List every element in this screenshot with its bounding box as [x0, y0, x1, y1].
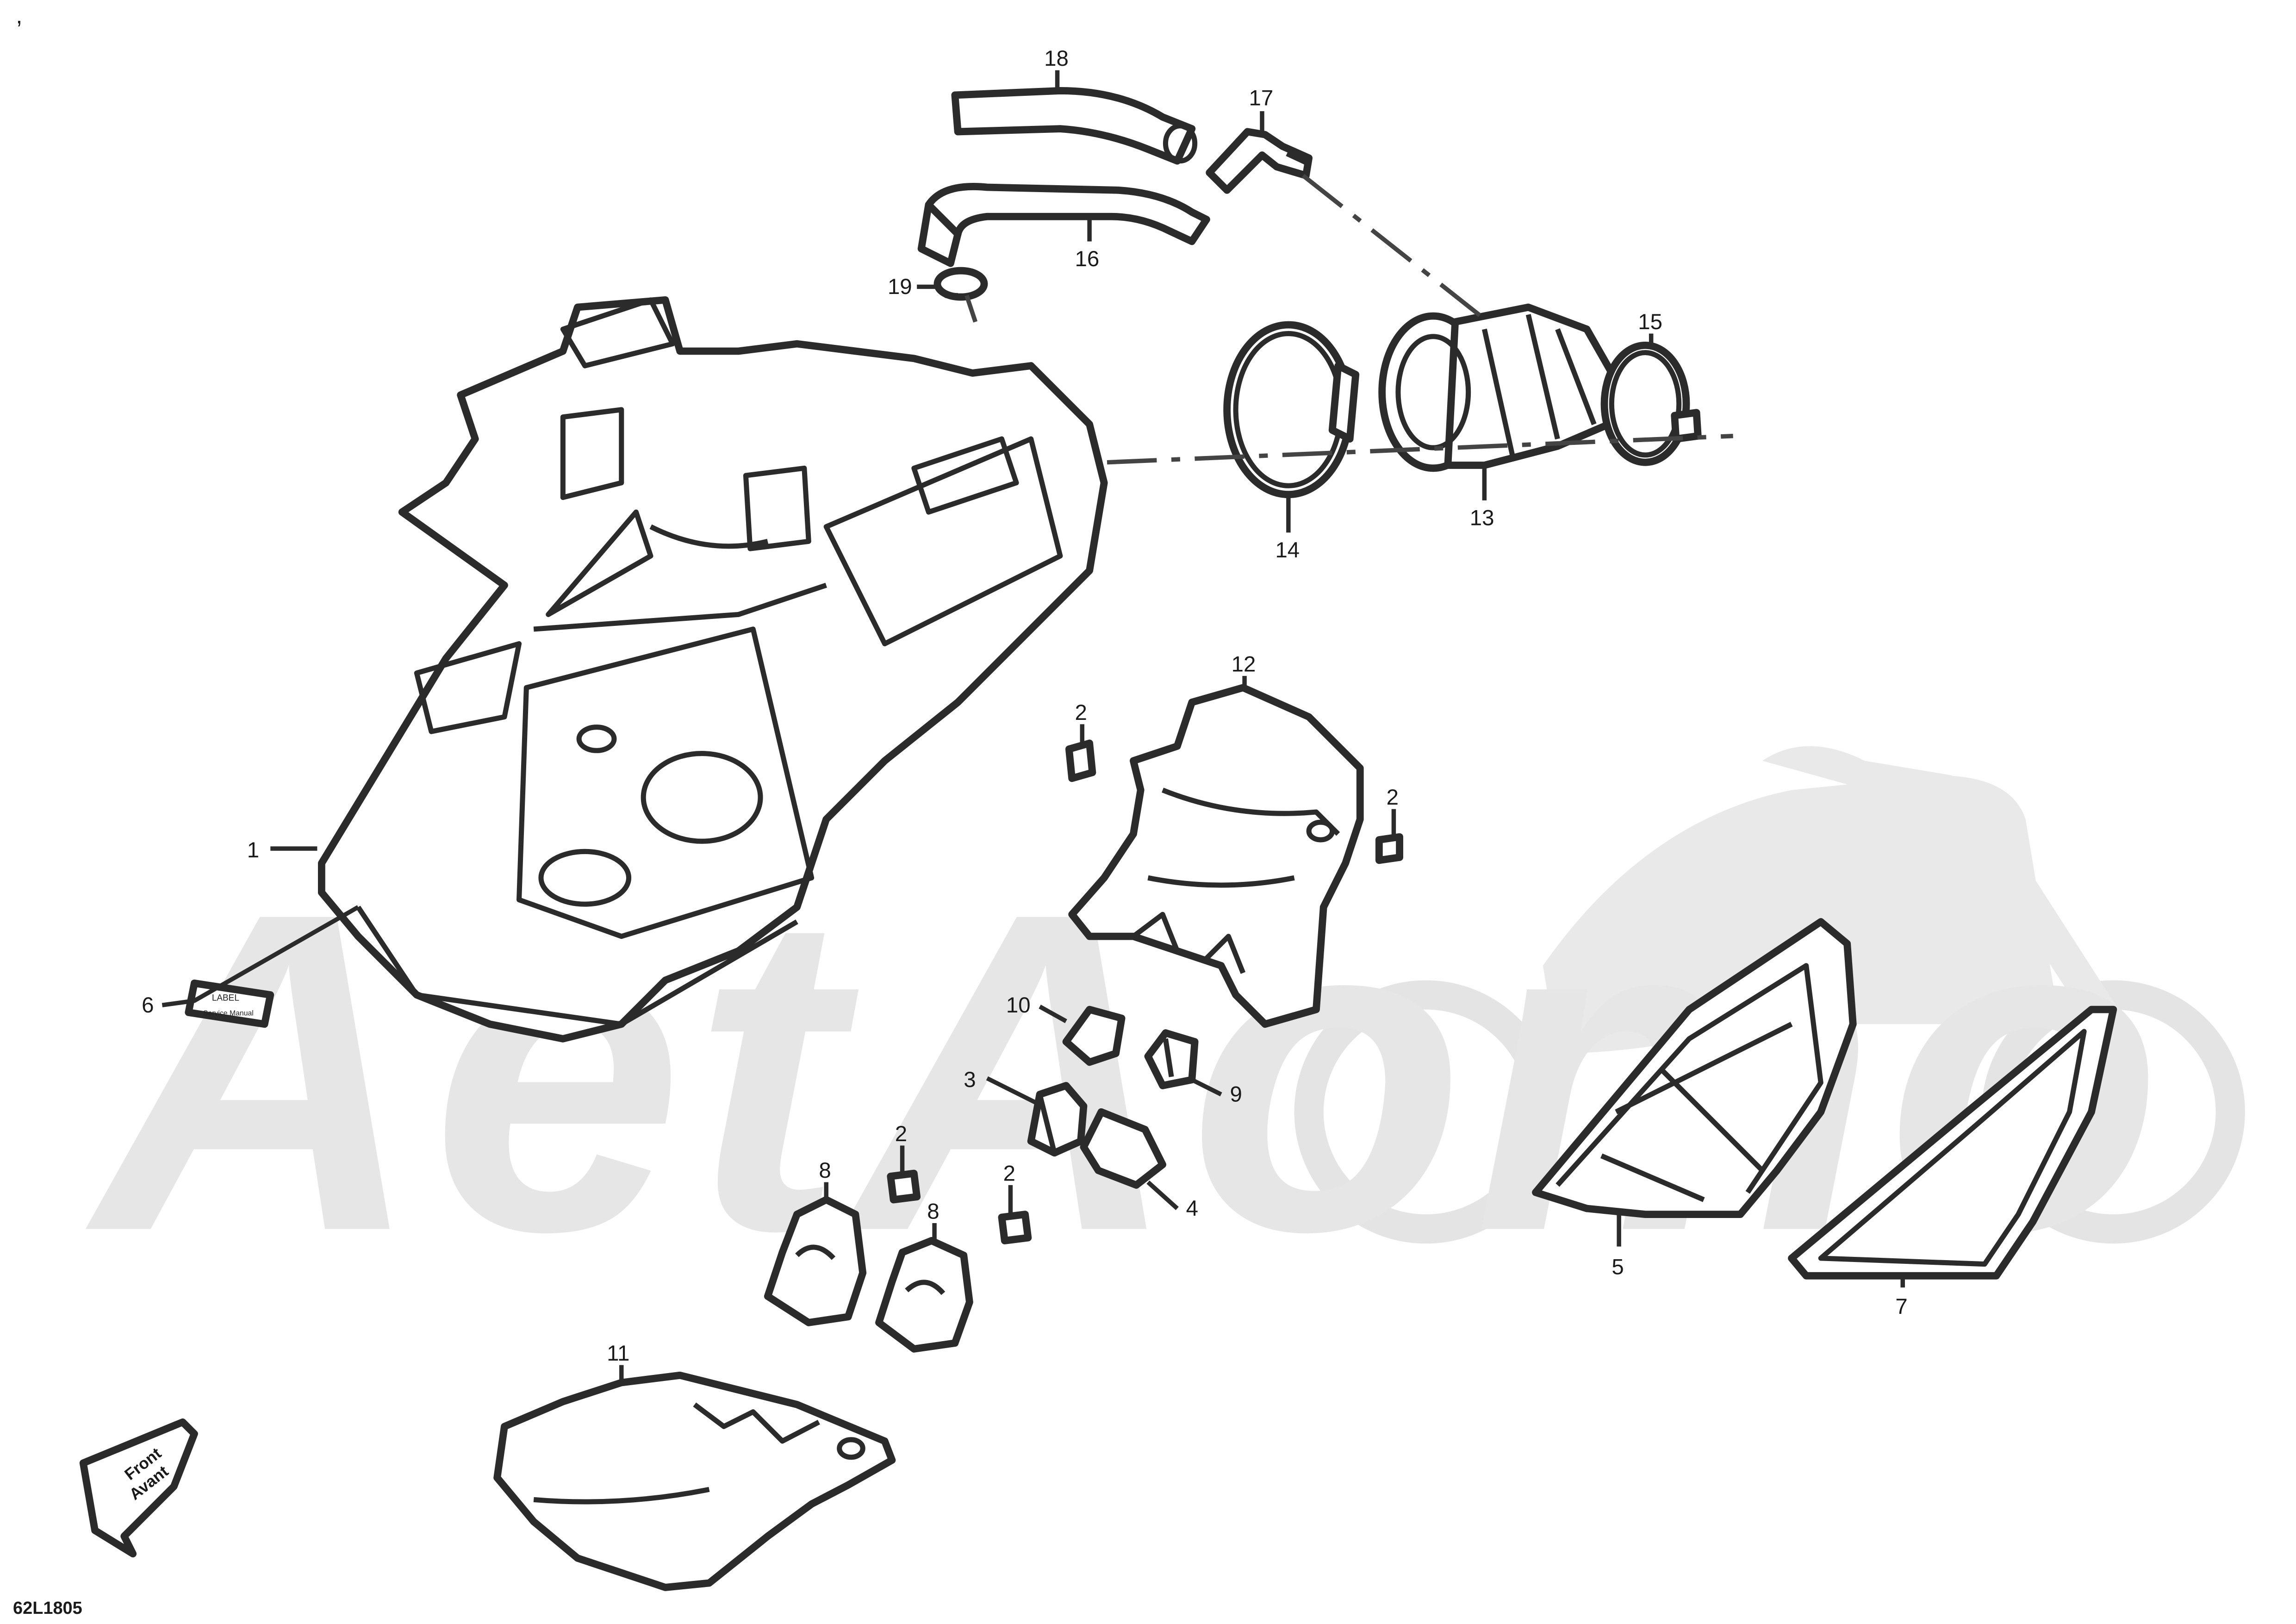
sticker-line2: Service Manual: [203, 1009, 254, 1017]
callout-11: 11: [607, 1341, 629, 1366]
callout-15: 15: [1638, 310, 1662, 334]
callout-14: 14: [1275, 538, 1300, 562]
part-14-clamp-ring: [1223, 321, 1360, 499]
part-8-brackets: [764, 1196, 973, 1353]
leader-lines: [162, 70, 1905, 1383]
callout-6: 6: [142, 993, 154, 1018]
part-2-grommets: [887, 739, 1403, 1244]
corner-mark: ,: [16, 2, 22, 29]
callout-3: 3: [964, 1068, 976, 1092]
callout-13: 13: [1470, 506, 1494, 531]
watermark-motorcycle: [1294, 746, 2245, 1244]
callout-9: 9: [1230, 1082, 1242, 1107]
bracket-8a: [764, 1196, 867, 1326]
front-direction-arrow: Front Avant: [79, 1418, 198, 1558]
drawing-code: 62L1805: [13, 1599, 82, 1618]
part-11-skid-plate: [493, 1371, 896, 1591]
callout-5: 5: [1612, 1255, 1624, 1280]
part-3-clip: [1027, 1082, 1088, 1157]
callout-2c: 2: [895, 1122, 907, 1146]
part-13-intake-boot: [1378, 303, 1620, 472]
callout-8a: 8: [819, 1158, 831, 1183]
axis-main: [1107, 434, 1733, 465]
callout-1: 1: [247, 838, 259, 862]
callout-18: 18: [1044, 46, 1069, 71]
grommet-a: [1065, 739, 1096, 782]
part-18-hose: [951, 87, 1198, 165]
callout-2a: 2: [1075, 700, 1087, 725]
callout-16: 16: [1075, 247, 1099, 271]
axis-hose: [1301, 174, 1486, 321]
part-15-clamp-ring: [1600, 341, 1702, 466]
callout-2d: 2: [1003, 1161, 1015, 1186]
part-10-insulator: [1062, 1006, 1126, 1066]
callout-12: 12: [1232, 652, 1256, 677]
grommet-b: [1375, 833, 1403, 864]
callout-2b: 2: [1387, 785, 1399, 810]
callout-17: 17: [1249, 86, 1274, 111]
part-5-filter-housing: [1532, 918, 1857, 1218]
part-4-bracket: [1080, 1108, 1167, 1189]
callout-19: 19: [888, 275, 912, 299]
sticker-line1: LABEL: [212, 993, 239, 1003]
part-12-heat-shield: [1068, 684, 1364, 1028]
assembly-axes: [964, 174, 1733, 465]
front-arrow-icon: [79, 1418, 198, 1558]
part-9-insulator: [1144, 1029, 1199, 1089]
callout-7: 7: [1895, 1294, 1907, 1319]
bracket-8b: [875, 1237, 973, 1353]
part-17-fitting: [1206, 128, 1313, 194]
callout-10: 10: [1006, 993, 1031, 1018]
part-19-clamp: [933, 267, 988, 301]
grommet-c: [887, 1169, 921, 1204]
part-16-hose: [917, 183, 1210, 267]
part-7-gasket: [1788, 1006, 2117, 1280]
grommet-d: [998, 1211, 1032, 1244]
part-6-sticker: LABEL Service Manual: [185, 979, 274, 1028]
callout-labels: 1 2 2 2 2 3 4 5 6 7 8 8 9 10 11 12 13 14…: [142, 46, 1908, 1366]
part-1-airbox: [317, 296, 1108, 1043]
axis-clamp: [964, 294, 978, 323]
callout-8b: 8: [927, 1199, 939, 1224]
callout-4: 4: [1186, 1196, 1198, 1221]
